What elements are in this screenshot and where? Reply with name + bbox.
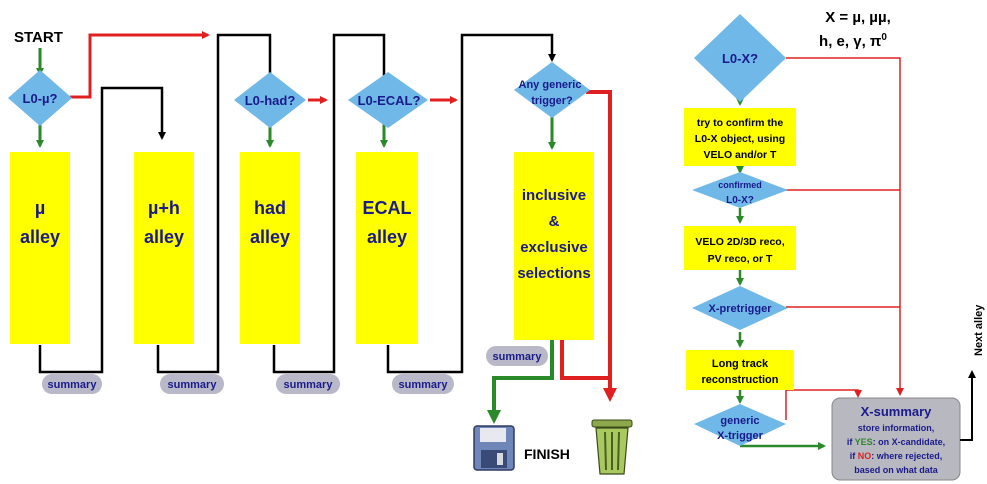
- svg-text:inclusive: inclusive: [522, 187, 586, 204]
- svg-text:L0-had?: L0-had?: [245, 93, 296, 108]
- diamond-confirmed-l0-x: confirmed L0-X?: [692, 172, 788, 208]
- next-alley-arrow: [960, 370, 976, 441]
- svg-text:&: &: [549, 213, 560, 230]
- svg-text:based on what data: based on what data: [854, 465, 939, 475]
- diamond-l0-had: L0-had?: [234, 72, 306, 128]
- svg-text:alley: alley: [250, 227, 290, 247]
- svg-text:L0-X?: L0-X?: [726, 195, 754, 206]
- diamond-x-pretrigger: X-pretrigger: [692, 286, 788, 330]
- svg-text:had: had: [254, 198, 286, 218]
- alley-had: had alley: [240, 152, 300, 344]
- black-flow-path: [38, 33, 556, 374]
- alley-mu-h: µ+h alley: [134, 152, 194, 344]
- diamond-l0-ecal: L0-ECAL?: [348, 72, 428, 128]
- diamond-l0-x: L0-X?: [694, 14, 786, 102]
- svg-text:trigger?: trigger?: [531, 95, 573, 107]
- svg-text:X-pretrigger: X-pretrigger: [709, 303, 773, 315]
- no-arrows-right: [785, 57, 904, 420]
- svg-text:L0-X object, using: L0-X object, using: [695, 133, 785, 145]
- svg-text:L0-X?: L0-X?: [722, 51, 758, 66]
- svg-text:if YES: on X-candidate,: if YES: on X-candidate,: [847, 437, 945, 447]
- start-label: START: [14, 29, 63, 46]
- svg-text:summary: summary: [168, 379, 218, 391]
- trash-can-icon: [591, 419, 633, 475]
- svg-text:exclusive: exclusive: [520, 239, 588, 256]
- summary-pill: summary: [392, 374, 454, 394]
- alley-inclusive-exclusive: inclusive & exclusive selections: [514, 152, 594, 340]
- svg-text:µ+h: µ+h: [148, 198, 180, 218]
- svg-text:summary: summary: [284, 379, 334, 391]
- svg-text:confirmed: confirmed: [718, 180, 762, 190]
- svg-text:store information,: store information,: [858, 423, 935, 433]
- finish-label: FINISH: [524, 446, 570, 462]
- svg-text:L0-µ?: L0-µ?: [23, 91, 58, 106]
- svg-text:VELO 2D/3D reco,: VELO 2D/3D reco,: [695, 236, 784, 248]
- alley-ecal: ECAL alley: [356, 152, 418, 344]
- x-summary-box: X-summary store information, if YES: on …: [831, 397, 961, 481]
- svg-text:Any generic: Any generic: [519, 79, 582, 91]
- svg-text:generic: generic: [720, 415, 759, 427]
- summary-pill: summary: [276, 374, 340, 394]
- svg-text:alley: alley: [20, 227, 60, 247]
- svg-text:µ: µ: [35, 198, 45, 218]
- svg-text:Long track: Long track: [712, 358, 769, 370]
- svg-text:if NO: where rejected,: if NO: where rejected,: [850, 451, 943, 461]
- long-track-box: Long track reconstruction: [686, 350, 794, 390]
- svg-text:selections: selections: [517, 265, 590, 282]
- floppy-disk-icon: [473, 425, 515, 471]
- confirm-object-box: try to confirm the L0-X object, using VE…: [684, 108, 796, 166]
- svg-text:PV reco, or T: PV reco, or T: [708, 253, 773, 265]
- x-definition-line2: h, e, γ, π0: [819, 32, 887, 50]
- svg-text:summary: summary: [493, 351, 543, 363]
- velo-reco-box: VELO 2D/3D reco, PV reco, or T: [684, 226, 796, 270]
- svg-text:VELO and/or T: VELO and/or T: [704, 149, 778, 161]
- diamond-any-generic-trigger: Any generic trigger?: [514, 62, 590, 118]
- svg-text:ECAL: ECAL: [363, 198, 412, 218]
- svg-text:alley: alley: [367, 227, 407, 247]
- svg-text:summary: summary: [48, 379, 98, 391]
- summary-pill: summary: [160, 374, 224, 394]
- svg-text:try to confirm the: try to confirm the: [697, 117, 783, 129]
- x-definition-line1: X = µ, µµ,: [825, 9, 891, 26]
- summary-pill: summary: [486, 346, 548, 366]
- no-arrows-left: [70, 31, 617, 402]
- svg-text:summary: summary: [399, 379, 449, 391]
- alley-mu: µ alley: [10, 152, 70, 344]
- svg-text:alley: alley: [144, 227, 184, 247]
- diamond-generic-x-trigger: generic X-trigger: [694, 404, 786, 446]
- svg-text:L0-ECAL?: L0-ECAL?: [358, 93, 421, 108]
- next-alley-label: Next alley: [973, 304, 985, 356]
- svg-text:X-summary: X-summary: [861, 404, 933, 419]
- svg-text:reconstruction: reconstruction: [701, 374, 778, 386]
- diamond-l0-mu: L0-µ?: [8, 70, 72, 126]
- summary-pill: summary: [42, 374, 102, 394]
- svg-text:X-trigger: X-trigger: [717, 430, 764, 442]
- yes-arrows-right: [736, 94, 826, 450]
